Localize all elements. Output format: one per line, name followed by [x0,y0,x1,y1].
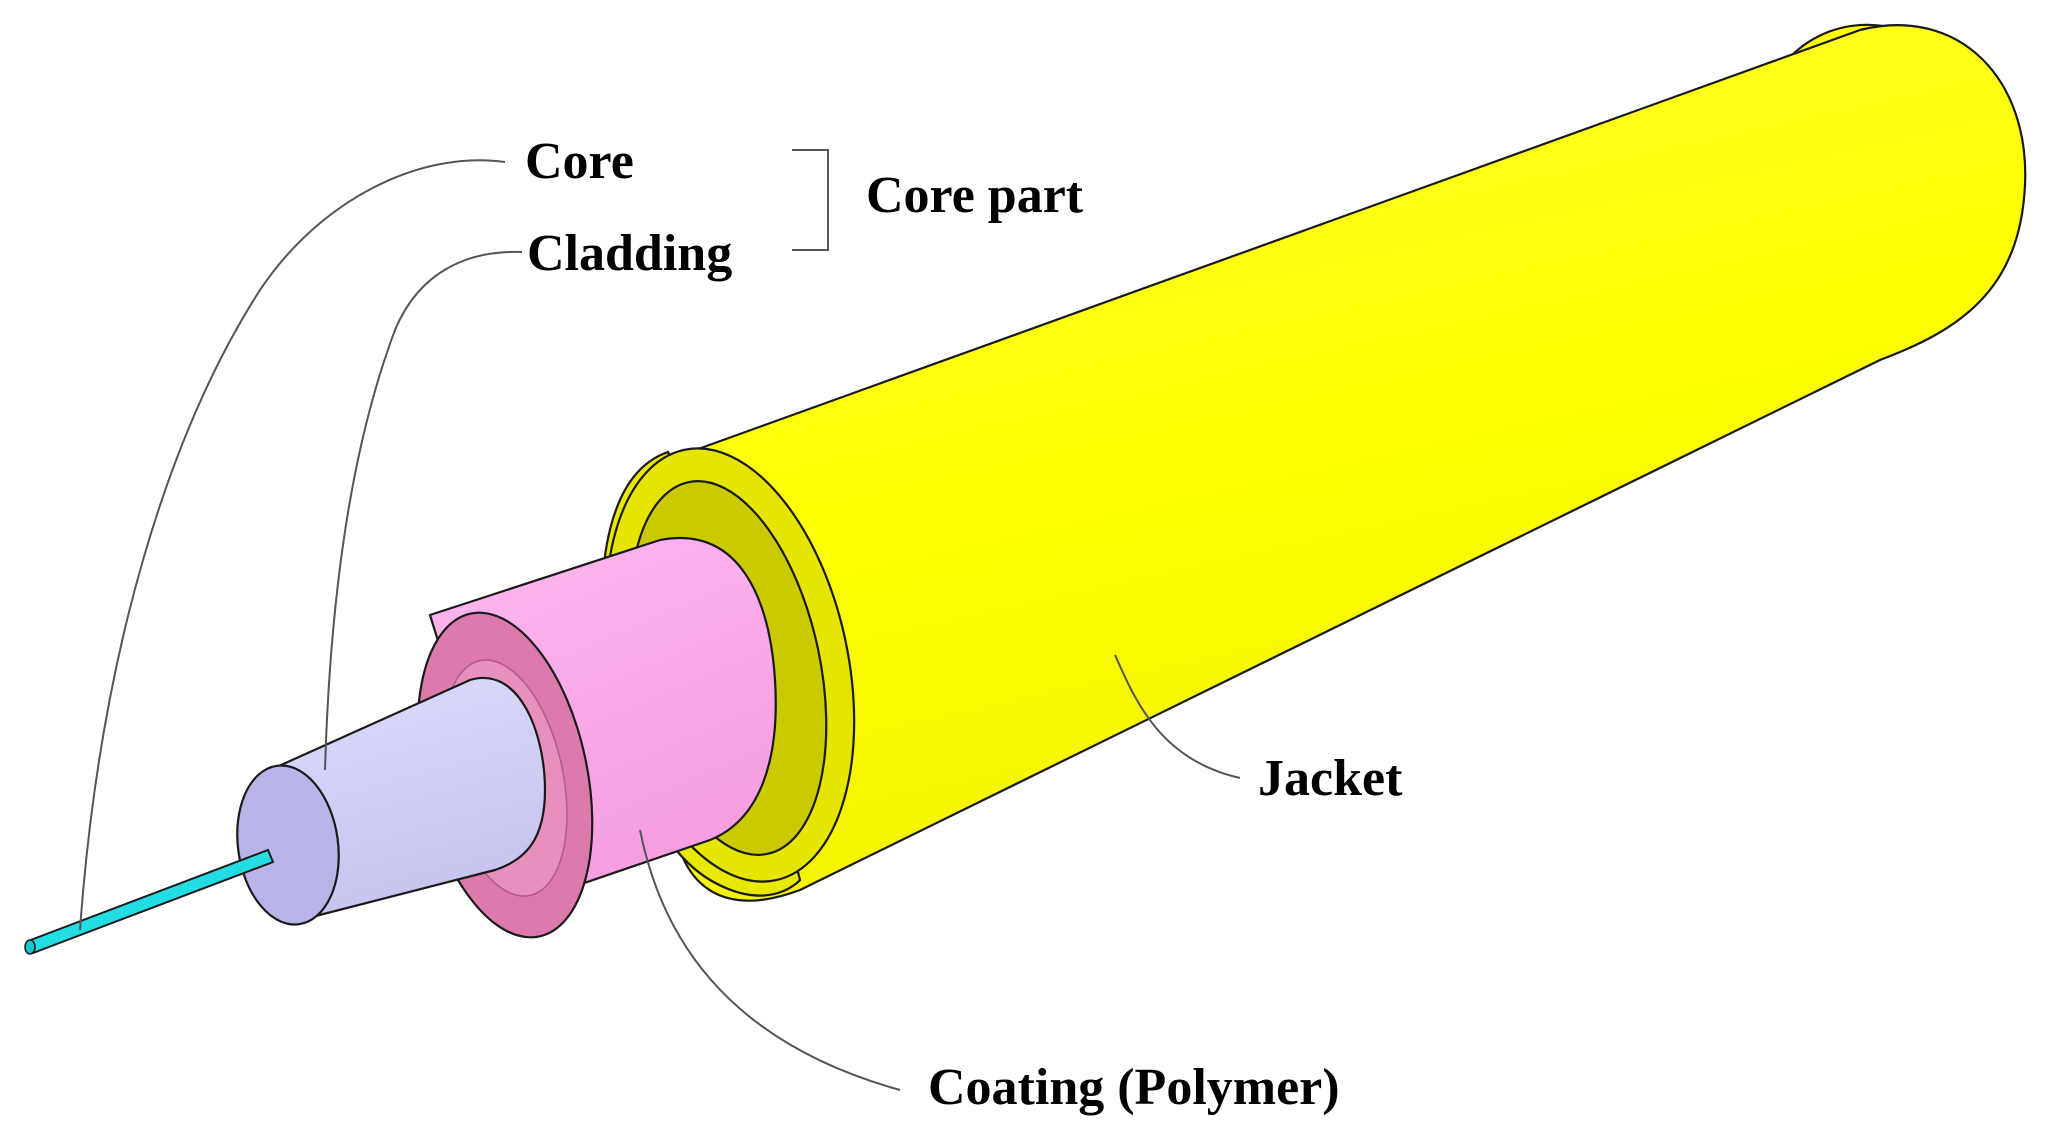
core-part-bracket [792,149,829,251]
jacket-body [638,24,2027,902]
label-jacket: Jacket [1258,750,1403,807]
label-core-part: Core part [866,167,1084,224]
core-fiber-tip [24,939,36,955]
core-fiber-body [26,848,275,955]
cladding [236,676,547,926]
label-core: Core [525,133,634,190]
labels: Core Cladding Core part Jacket Coating (… [525,133,1403,1116]
label-coating: Coating (Polymer) [928,1059,1340,1116]
coating-leader [639,829,901,1091]
core-leader [79,159,506,931]
jacket-leader [1114,654,1241,779]
cladding-leader [324,250,523,771]
core-fiber [24,848,275,955]
cladding-front-face [236,764,340,926]
leader-lines [79,149,1241,1091]
label-cladding: Cladding [527,225,732,282]
